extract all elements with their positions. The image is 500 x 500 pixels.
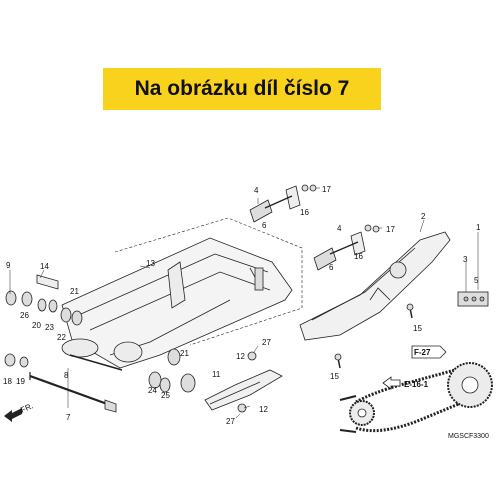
label-part-12-lower: 12: [259, 405, 268, 414]
drive-chain: [339, 362, 493, 433]
ref-f27-text: F-27: [414, 348, 431, 357]
banner-text: Na obrázku díl číslo 7: [134, 77, 350, 100]
label-part-18: 18: [3, 377, 12, 386]
part-labels: 2 1 3 5 4 4 17 17 16 16 6 6 13 9 14 21 2…: [3, 185, 481, 426]
label-part-24: 24: [148, 386, 157, 395]
label-part-19: 19: [16, 377, 25, 386]
label-part-2: 2: [421, 212, 426, 221]
ref-e161-text: E-16-1: [404, 380, 429, 389]
swingarm: [61, 237, 293, 369]
reference-f27: F-27: [411, 345, 447, 359]
label-part-6-upper: 6: [262, 221, 267, 230]
label-part-16-lower: 16: [354, 252, 363, 261]
label-part-1: 1: [476, 223, 481, 232]
bearing-set-right: [69, 348, 196, 393]
label-part-21-lower: 21: [180, 349, 189, 358]
label-part-8: 8: [64, 371, 69, 380]
label-part-7: 7: [66, 413, 71, 422]
chain-adjuster-lower: [313, 224, 380, 271]
label-part-21-upper: 21: [70, 287, 79, 296]
bearing-set-left: [4, 274, 83, 368]
label-part-25: 25: [161, 391, 170, 400]
chain-adjuster-upper: [249, 184, 317, 223]
chain-guide: [204, 369, 283, 411]
front-label: FR.: [19, 401, 34, 414]
chain-joint-kit: [457, 291, 489, 307]
part-number-banner: Na obrázku díl číslo 7: [103, 68, 381, 110]
label-part-15-upper: 15: [413, 324, 422, 333]
label-part-17-lower: 17: [386, 225, 395, 234]
diagram-code: MGSCF3300: [448, 433, 489, 440]
label-part-14: 14: [40, 262, 49, 271]
bolts: [237, 303, 414, 413]
label-part-27-lower: 27: [226, 417, 235, 426]
label-part-9: 9: [6, 261, 11, 270]
label-part-15-lower: 15: [330, 372, 339, 381]
label-part-17-upper: 17: [322, 185, 331, 194]
label-part-6-lower: 6: [329, 263, 334, 272]
label-part-16-upper: 16: [300, 208, 309, 217]
label-part-11: 11: [212, 370, 221, 379]
label-part-26: 26: [20, 311, 29, 320]
label-part-13: 13: [146, 259, 155, 268]
chain-case: [299, 231, 451, 341]
leader-lines: [9, 187, 479, 419]
label-part-27-upper: 27: [262, 338, 271, 347]
label-part-12-upper: 12: [236, 352, 245, 361]
label-part-22: 22: [57, 333, 66, 342]
label-part-4-lower: 4: [337, 224, 342, 233]
label-part-20: 20: [32, 321, 41, 330]
label-part-5: 5: [474, 276, 479, 285]
label-part-3: 3: [463, 255, 468, 264]
label-part-23: 23: [45, 323, 54, 332]
pivot-bolt: [29, 372, 117, 413]
label-part-4-upper: 4: [254, 186, 259, 195]
reference-e161: E-16-1: [382, 376, 429, 390]
front-direction-arrow: FR.: [4, 401, 35, 422]
